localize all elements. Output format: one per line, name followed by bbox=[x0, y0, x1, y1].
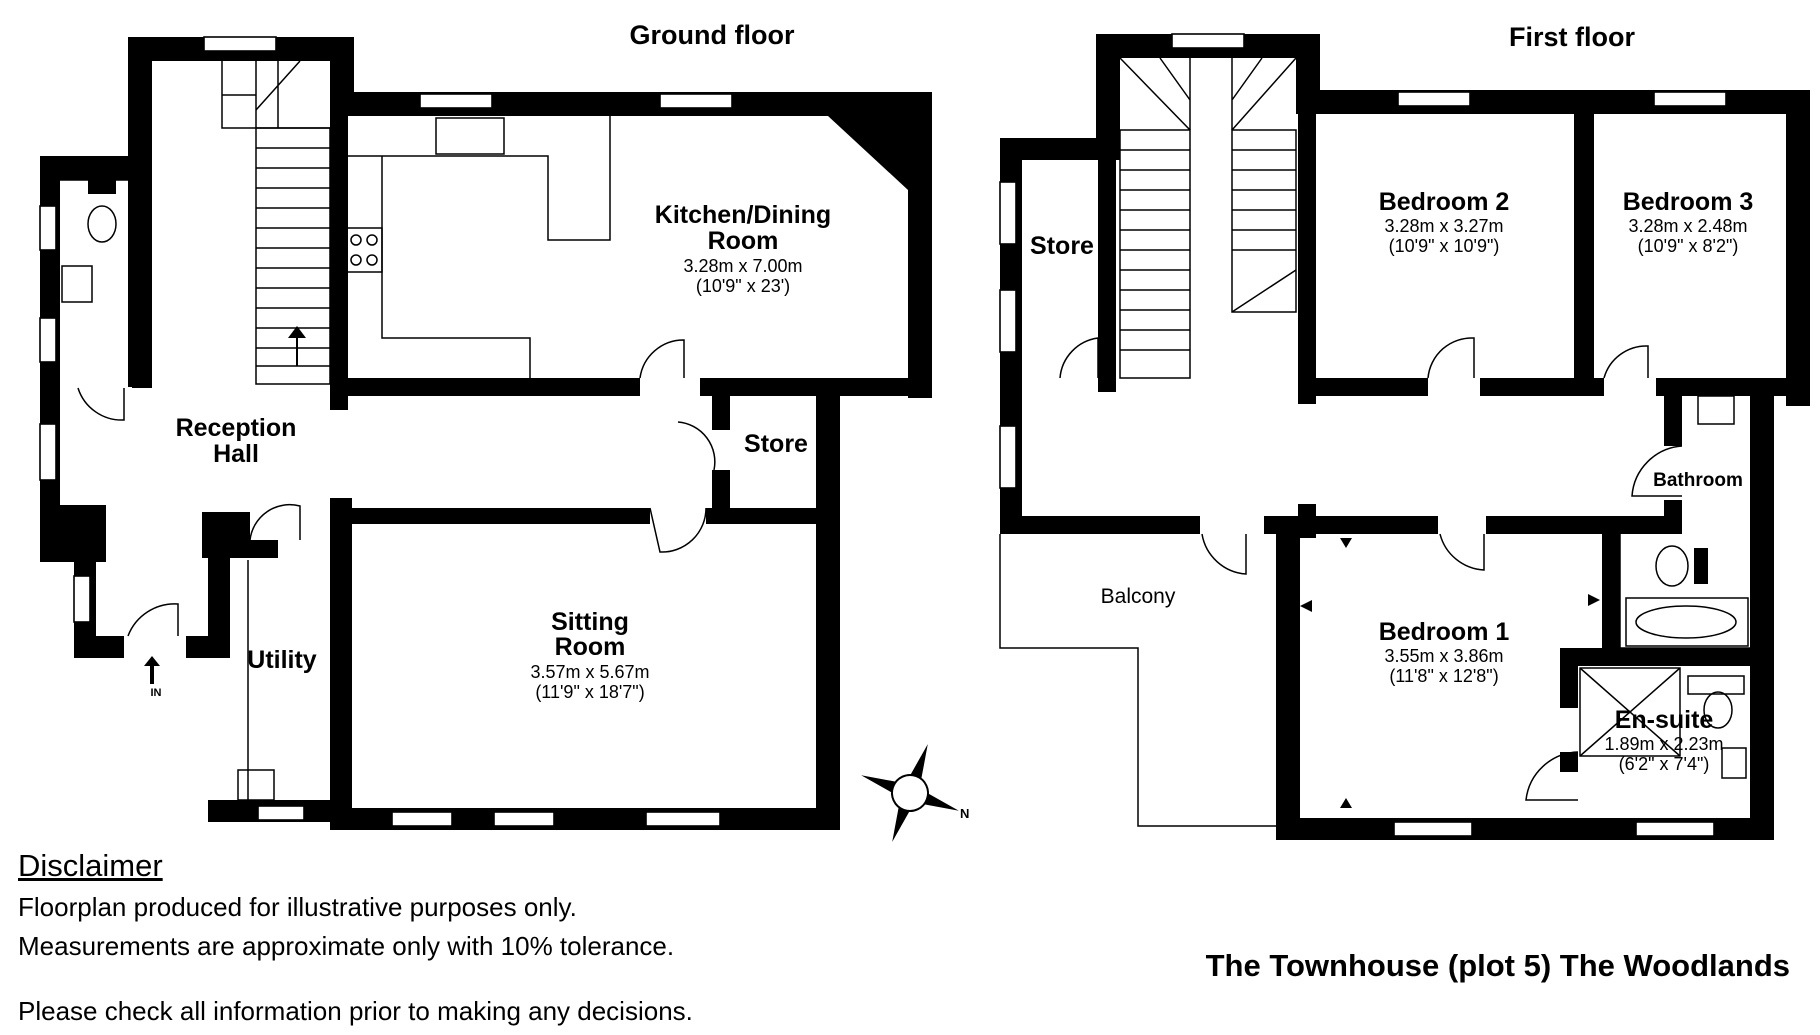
ensuite-dimensions-m: 1.89m x 2.23m bbox=[1604, 734, 1723, 754]
disclaimer-line-2: Measurements are approximate only with 1… bbox=[18, 931, 675, 961]
bedroom3-dimensions-ft: (10'9" x 8'2") bbox=[1638, 236, 1739, 256]
reception-label-2: Hall bbox=[213, 440, 259, 468]
ground-floor-plan bbox=[39, 36, 932, 830]
bedroom1-dimensions-m: 3.55m x 3.86m bbox=[1384, 646, 1503, 666]
first-floor-title: First floor bbox=[1509, 22, 1635, 52]
disclaimer-line-1: Floorplan produced for illustrative purp… bbox=[18, 892, 577, 922]
bedroom2-dimensions-m: 3.28m x 3.27m bbox=[1384, 216, 1503, 236]
ground-doors bbox=[127, 339, 716, 801]
ensuite-fittings bbox=[1525, 667, 1747, 801]
property-title: The Townhouse (plot 5) The Woodlands bbox=[1205, 948, 1790, 983]
bedroom1-arrow-marks bbox=[1300, 538, 1600, 808]
compass-icon bbox=[861, 744, 959, 842]
disclaimer-line-3: Please check all information prior to ma… bbox=[18, 996, 693, 1026]
balcony-outline bbox=[999, 534, 1276, 827]
kitchen-dimensions-ft: (10'9" x 23') bbox=[696, 276, 790, 296]
ground-stairs bbox=[221, 60, 331, 385]
reception-label-1: Reception bbox=[176, 414, 297, 442]
bedroom2-dimensions-ft: (10'9" x 10'9") bbox=[1389, 236, 1500, 256]
first-doors bbox=[1059, 337, 1649, 575]
bedroom3-dimensions-m: 3.28m x 2.48m bbox=[1628, 216, 1747, 236]
ground-store-label: Store bbox=[744, 430, 808, 458]
sitting-room-dimensions-ft: (11'9" x 18'7") bbox=[535, 682, 644, 702]
bedroom1-dimensions-ft: (11'8" x 12'8") bbox=[1389, 666, 1498, 686]
first-stairs bbox=[1119, 57, 1297, 379]
disclaimer-heading: Disclaimer bbox=[18, 848, 163, 883]
sitting-room-label-2: Room bbox=[555, 633, 626, 661]
first-windows bbox=[999, 33, 1727, 837]
kitchen-dimensions-m: 3.28m x 7.00m bbox=[683, 256, 802, 276]
ground-wc bbox=[60, 179, 133, 421]
bedroom2-label: Bedroom 2 bbox=[1379, 188, 1510, 216]
entrance-arrow-icon bbox=[144, 656, 160, 684]
disclaimer-block: Disclaimer Floorplan produced for illust… bbox=[18, 848, 918, 1035]
ensuite-dimensions-ft: (6'2" x 7'4") bbox=[1619, 754, 1710, 774]
ensuite-label: En-suite bbox=[1615, 706, 1714, 734]
utility-label: Utility bbox=[247, 646, 317, 674]
compass-north-label: N bbox=[960, 806, 969, 821]
kitchen-label-2: Room bbox=[708, 227, 779, 255]
bathroom-fittings bbox=[1619, 395, 1750, 649]
ground-windows bbox=[39, 36, 733, 827]
sitting-room-label-1: Sitting bbox=[551, 608, 629, 636]
ground-floor-title: Ground floor bbox=[630, 20, 795, 50]
bathroom-label: Bathroom bbox=[1653, 470, 1743, 491]
kitchen-label-1: Kitchen/Dining bbox=[655, 201, 831, 229]
balcony-label: Balcony bbox=[1101, 585, 1176, 608]
entrance-label: IN bbox=[151, 687, 162, 699]
sitting-room-dimensions-m: 3.57m x 5.67m bbox=[530, 662, 649, 682]
bedroom1-label: Bedroom 1 bbox=[1379, 618, 1510, 646]
kitchen-units bbox=[345, 116, 611, 378]
first-store-label: Store bbox=[1030, 232, 1094, 260]
bedroom3-label: Bedroom 3 bbox=[1623, 188, 1754, 216]
first-floor-plan bbox=[999, 33, 1810, 840]
